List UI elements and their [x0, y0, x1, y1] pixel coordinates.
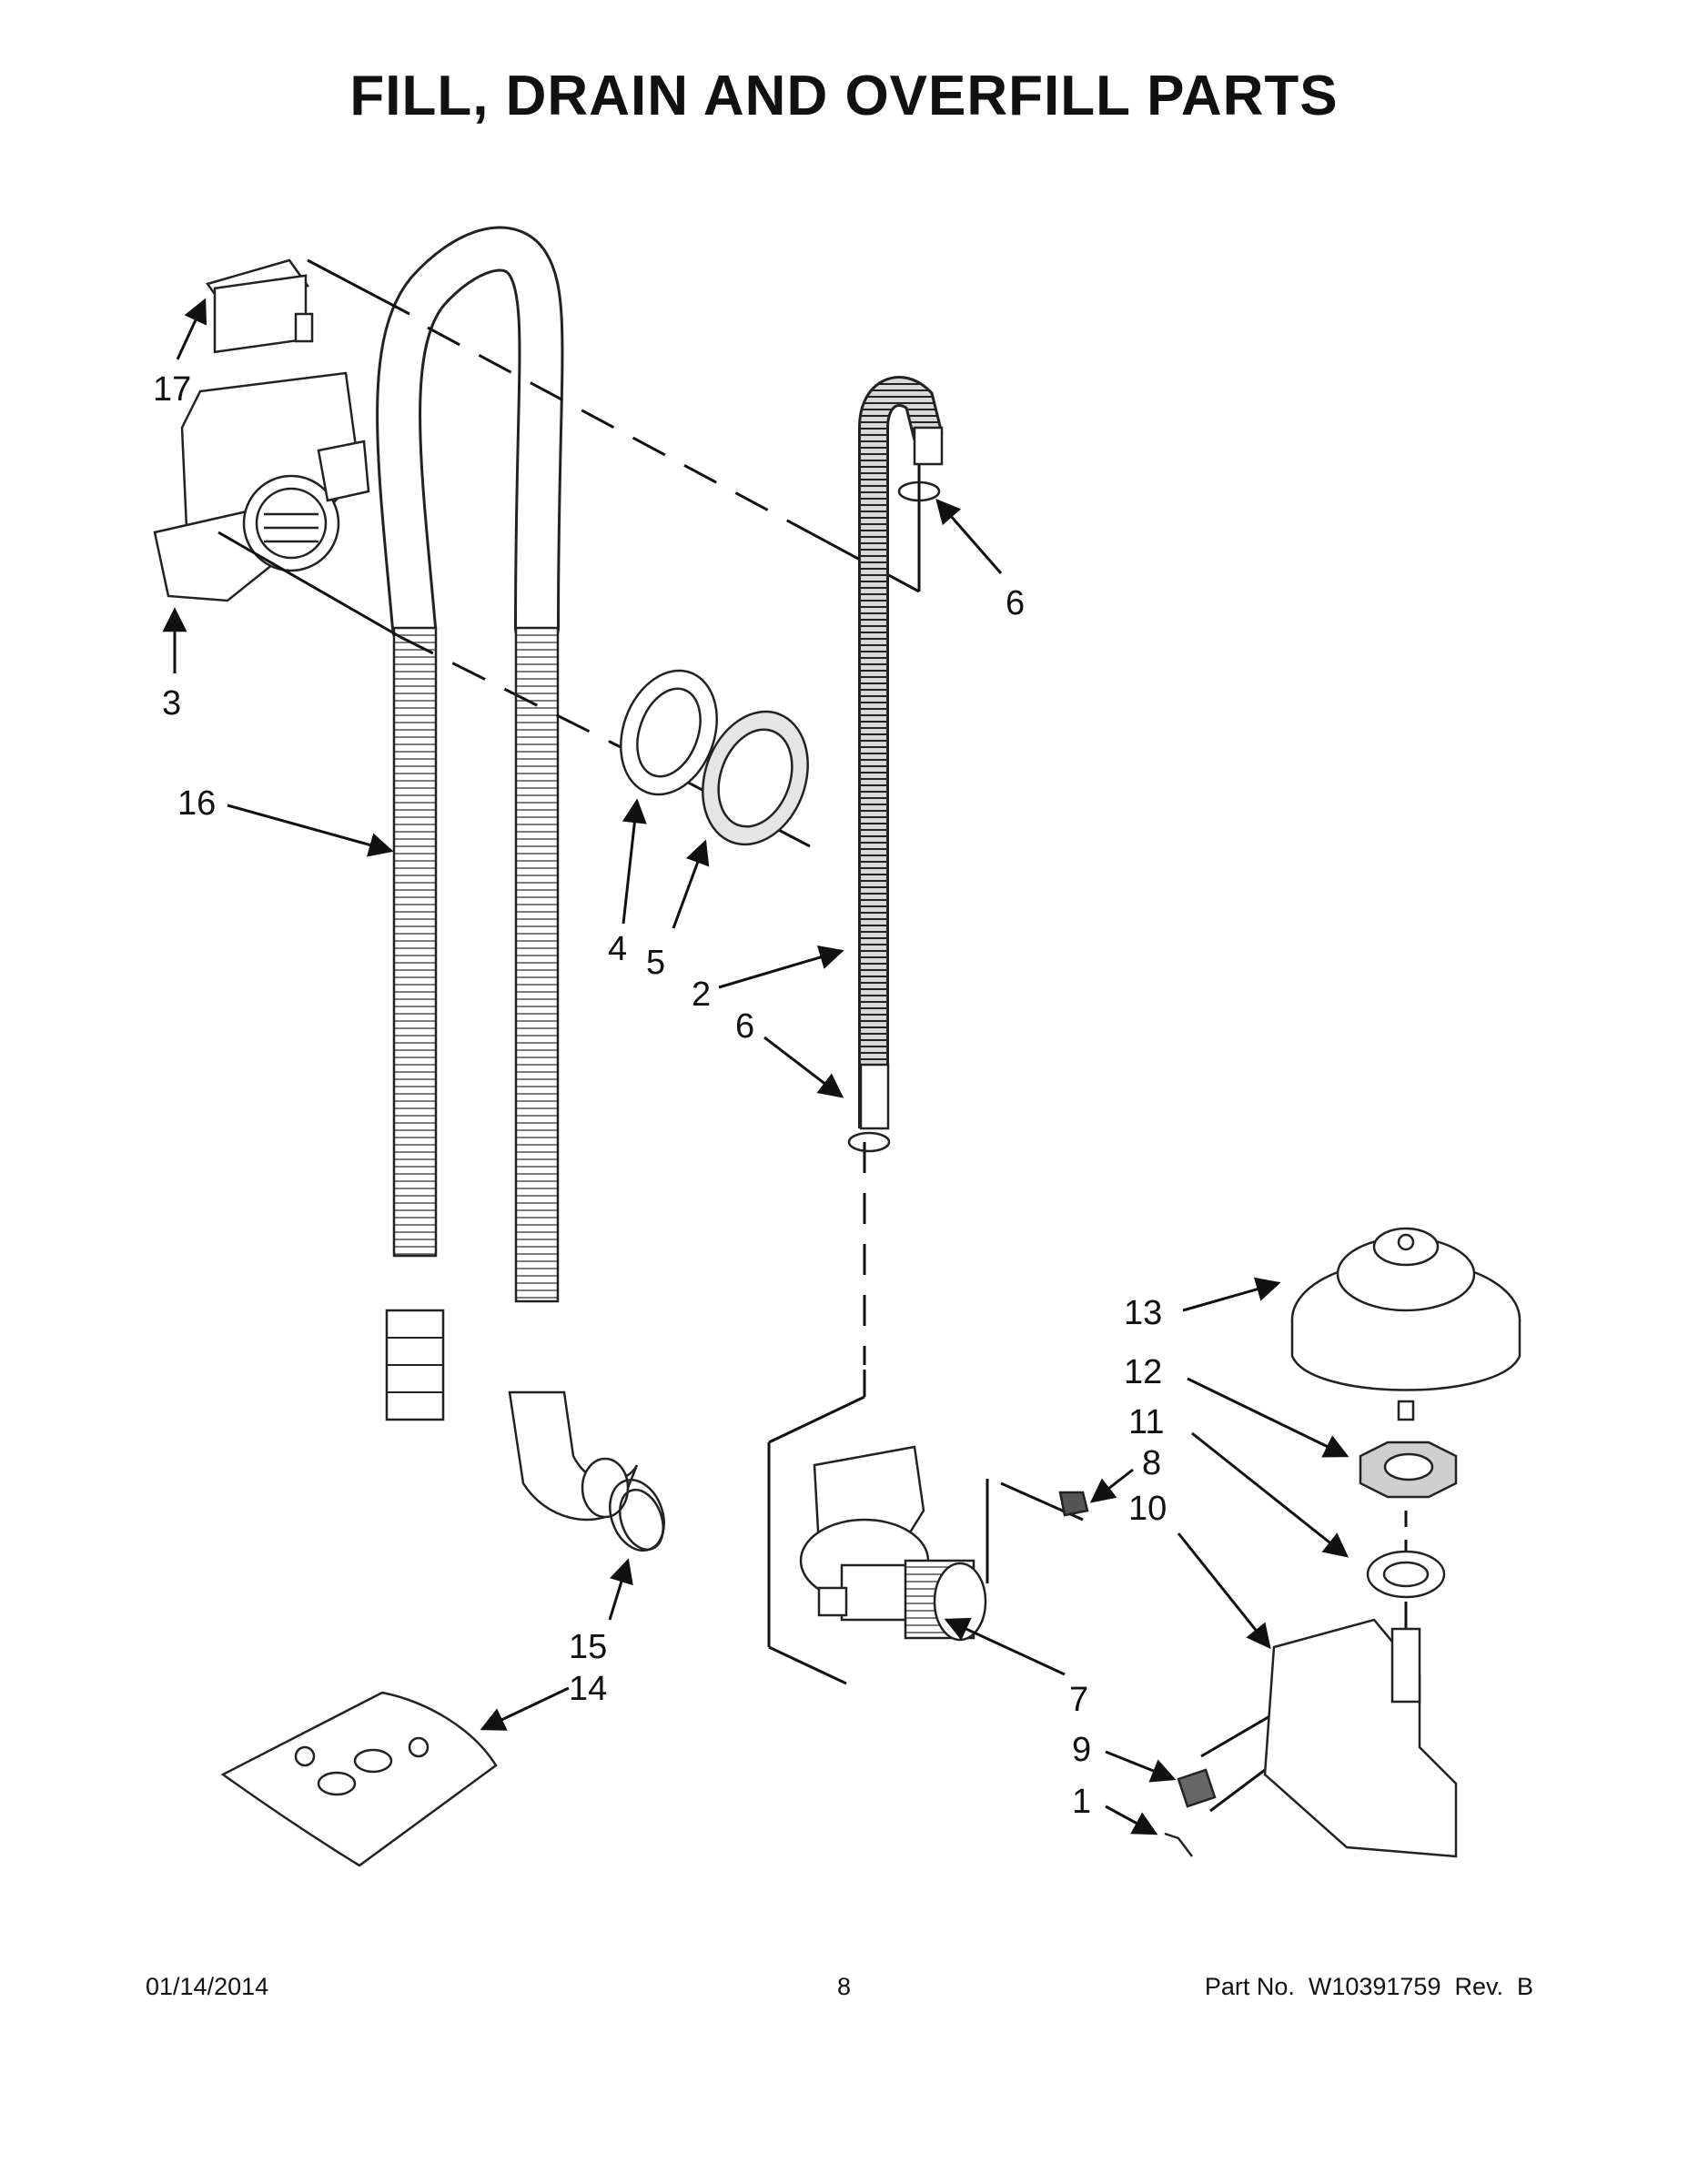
- callout-12: 12: [1124, 1353, 1162, 1391]
- callout-13: 13: [1124, 1294, 1162, 1332]
- leader-15: [608, 1558, 633, 1621]
- leader-14: [480, 1686, 570, 1731]
- leader-12: [1187, 1377, 1349, 1458]
- callout-6-bottom: 6: [735, 1007, 754, 1046]
- water-valve-drawing: [799, 1445, 1089, 1642]
- callout-8: 8: [1142, 1444, 1161, 1482]
- leader-4: [622, 798, 647, 925]
- page-title: FILL, DRAIN AND OVERFILL PARTS: [349, 65, 1339, 127]
- footer-part-number: Part No. W10391759 Rev. B: [1204, 1973, 1533, 2000]
- leader-10: [1177, 1532, 1271, 1650]
- leader-13: [1182, 1277, 1281, 1312]
- callout-4: 4: [608, 930, 627, 968]
- callout-5: 5: [646, 944, 665, 982]
- callout-15: 15: [569, 1628, 607, 1666]
- leader-16: [227, 804, 394, 857]
- kit-and-clamp-drawing: [220, 1478, 665, 1867]
- callout-14: 14: [569, 1670, 607, 1708]
- leader-5: [672, 839, 710, 929]
- callout-labels: 17 3 16 4 5 2 6 6 13 12 11 8 10 15 14 7 …: [153, 370, 1167, 1821]
- footer-page-number: 8: [836, 1973, 852, 2000]
- leader-17: [176, 298, 207, 360]
- callout-11: 11: [1128, 1403, 1164, 1441]
- leader-8: [1089, 1468, 1134, 1503]
- callout-10: 10: [1128, 1490, 1167, 1528]
- callout-1: 1: [1072, 1783, 1091, 1821]
- leader-1: [1105, 1805, 1158, 1835]
- vent-assembly-drawing: [153, 258, 370, 602]
- callout-2: 2: [692, 976, 711, 1014]
- callout-17: 17: [153, 370, 191, 409]
- callout-3: 3: [162, 684, 181, 723]
- gasket-and-nut-drawing: [620, 669, 809, 846]
- leader-arrows: [162, 298, 1349, 1835]
- callout-6-top: 6: [1006, 584, 1025, 622]
- footer-date: 01/14/2014: [146, 1973, 269, 2000]
- callout-7: 7: [1069, 1681, 1088, 1719]
- float-assembly-drawing: [1164, 1227, 1521, 1858]
- drain-hose-drawing: [376, 226, 639, 1522]
- leader-2: [718, 945, 844, 989]
- callout-16: 16: [177, 784, 216, 823]
- leader-9: [1105, 1750, 1177, 1783]
- leader-11: [1191, 1431, 1349, 1558]
- leader-7: [944, 1617, 1066, 1676]
- fill-hose-drawing: [847, 376, 944, 1153]
- leader-6-top: [935, 498, 1003, 574]
- leader-6-bottom: [763, 1036, 844, 1098]
- callout-9: 9: [1072, 1731, 1091, 1769]
